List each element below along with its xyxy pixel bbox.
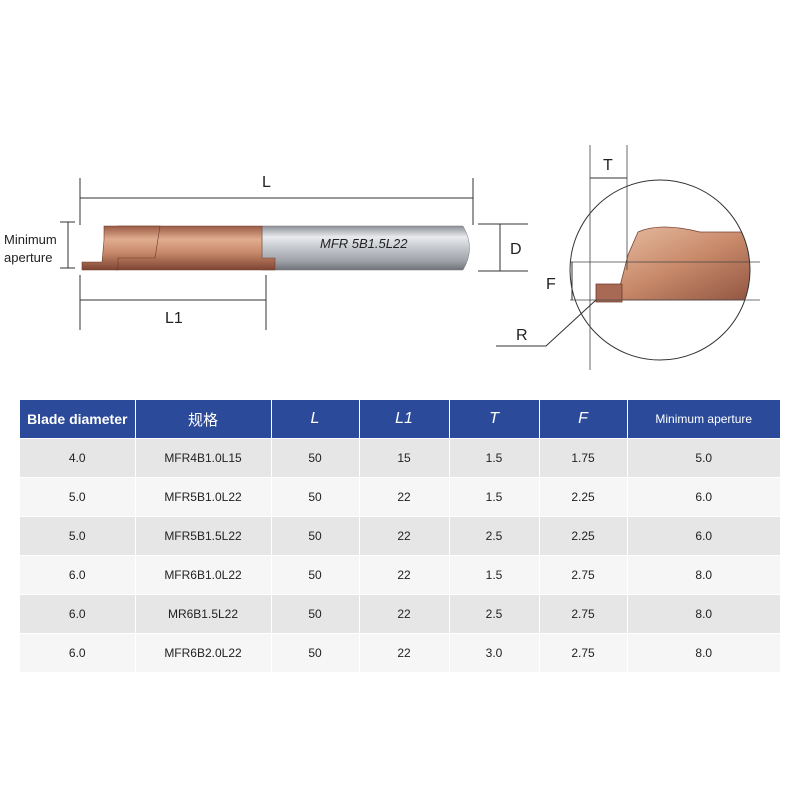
- cell-spec: MFR6B2.0L22: [135, 633, 272, 672]
- cell-min-aperture: 6.0: [627, 477, 780, 517]
- header-blade-diameter: Blade diameter: [20, 400, 136, 439]
- cell-blade-diameter: 4.0: [20, 438, 136, 478]
- cell-spec: MR6B1.5L22: [135, 594, 272, 634]
- dim-label-L: L: [262, 174, 271, 191]
- cell-min-aperture: 8.0: [627, 594, 780, 634]
- cell-F: 2.75: [539, 633, 628, 672]
- cell-T: 2.5: [449, 516, 540, 556]
- cell-blade-diameter: 5.0: [20, 477, 136, 517]
- cell-L: 50: [271, 633, 360, 672]
- cell-L: 50: [271, 516, 360, 556]
- header-F: F: [539, 400, 628, 439]
- cell-spec: MFR4B1.0L15: [135, 438, 272, 478]
- header-minimum-aperture: Minimum aperture: [627, 400, 780, 439]
- cell-min-aperture: 6.0: [627, 516, 780, 556]
- table-row: 6.0 MFR6B1.0L22 50 22 1.5 2.75 8.0: [20, 555, 780, 595]
- cell-blade-diameter: 6.0: [20, 594, 136, 634]
- cell-L1: 15: [359, 438, 450, 478]
- cell-F: 1.75: [539, 438, 628, 478]
- cell-L1: 22: [359, 633, 450, 672]
- dimension-L: L: [79, 174, 474, 225]
- dim-label-D: D: [510, 241, 522, 258]
- cell-T: 2.5: [449, 594, 540, 634]
- dim-label-F: F: [546, 276, 556, 293]
- cell-L: 50: [271, 594, 360, 634]
- table-row: 6.0 MFR6B2.0L22 50 22 3.0 2.75 8.0: [20, 633, 780, 672]
- cell-T: 1.5: [449, 438, 540, 478]
- cell-blade-diameter: 5.0: [20, 516, 136, 556]
- cell-min-aperture: 8.0: [627, 633, 780, 672]
- cell-min-aperture: 5.0: [627, 438, 780, 478]
- min-aperture-label-line1: Minimum: [4, 232, 57, 247]
- header-L1: L1: [359, 400, 450, 439]
- cell-L1: 22: [359, 555, 450, 595]
- cell-F: 2.75: [539, 555, 628, 595]
- table-header-row: Blade diameter 规格 L L1 T F Minimum apert…: [20, 400, 780, 439]
- cell-L1: 22: [359, 594, 450, 634]
- header-T: T: [449, 400, 540, 439]
- cell-min-aperture: 8.0: [627, 555, 780, 595]
- cell-T: 1.5: [449, 555, 540, 595]
- cell-L: 50: [271, 555, 360, 595]
- cell-blade-diameter: 6.0: [20, 633, 136, 672]
- spec-table: Blade diameter 规格 L L1 T F Minimum apert…: [20, 400, 780, 672]
- cell-spec: MFR5B1.5L22: [135, 516, 272, 556]
- cell-T: 1.5: [449, 477, 540, 517]
- table-row: 5.0 MFR5B1.0L22 50 22 1.5 2.25 6.0: [20, 477, 780, 517]
- cell-L1: 22: [359, 516, 450, 556]
- dim-label-L1: L1: [165, 310, 183, 327]
- cell-L: 50: [271, 477, 360, 517]
- table-row: 4.0 MFR4B1.0L15 50 15 1.5 1.75 5.0: [20, 438, 780, 478]
- dim-label-T: T: [603, 157, 613, 174]
- header-L: L: [271, 400, 360, 439]
- cell-T: 3.0: [449, 633, 540, 672]
- cell-L: 50: [271, 438, 360, 478]
- tool-marking: MFR 5B1.5L22: [320, 236, 408, 251]
- table-row: 6.0 MR6B1.5L22 50 22 2.5 2.75 8.0: [20, 594, 780, 634]
- cell-F: 2.25: [539, 477, 628, 517]
- cell-spec: MFR5B1.0L22: [135, 477, 272, 517]
- cell-F: 2.25: [539, 516, 628, 556]
- cell-blade-diameter: 6.0: [20, 555, 136, 595]
- detail-view: T F R: [496, 145, 760, 370]
- cell-F: 2.75: [539, 594, 628, 634]
- min-aperture-label-line2: aperture: [4, 250, 52, 265]
- table-row: 5.0 MFR5B1.5L22 50 22 2.5 2.25 6.0: [20, 516, 780, 556]
- tool-side-view: MFR 5B1.5L22: [60, 221, 470, 271]
- header-spec: 规格: [135, 400, 272, 439]
- tool-diagram: L MFR 5B1.5L22 Minimum aperture L1 D: [4, 145, 760, 370]
- dim-label-R: R: [516, 327, 528, 344]
- cell-spec: MFR6B1.0L22: [135, 555, 272, 595]
- dimension-L1: L1: [79, 275, 267, 330]
- dimension-D: D: [478, 223, 528, 272]
- cell-L1: 22: [359, 477, 450, 517]
